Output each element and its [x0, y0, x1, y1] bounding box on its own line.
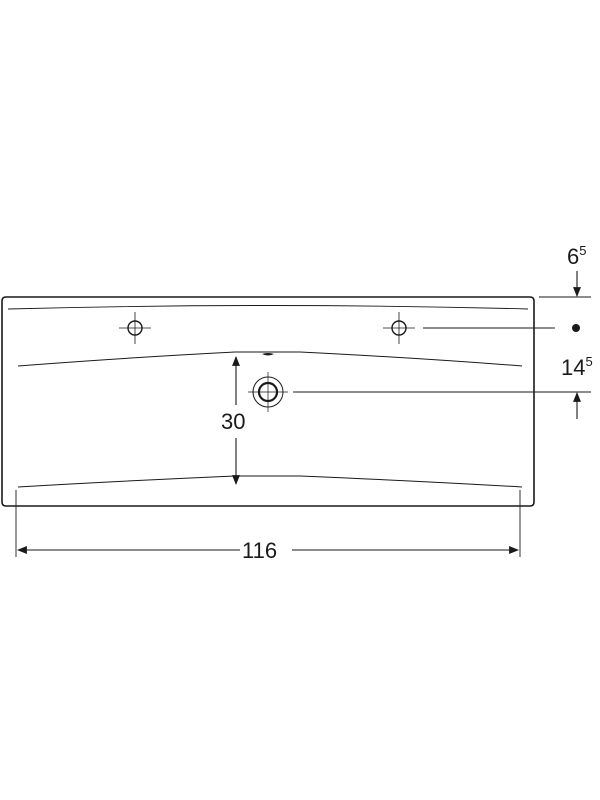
bowl-bottom-edge [17, 475, 523, 488]
bowl-top-edge [17, 351, 523, 367]
tap-hole-axis-dot [572, 324, 580, 332]
depth-label: 30 [221, 409, 245, 434]
hole-offset-label: 145 [561, 354, 593, 380]
rim-offset-main: 6 [567, 244, 579, 269]
overflow-slot [262, 353, 274, 356]
width-label: 116 [242, 538, 277, 563]
hole-offset-sup: 5 [585, 354, 592, 369]
basin-outline [1, 296, 535, 507]
rim-line [7, 305, 529, 310]
rim-offset-label: 65 [567, 243, 586, 269]
rim-offset-sup: 5 [579, 243, 586, 258]
hole-offset-main: 14 [561, 355, 585, 380]
drain [248, 372, 288, 412]
tap-hole-left [119, 312, 151, 344]
extension-lines [15, 296, 591, 557]
tap-hole-right [383, 312, 415, 344]
